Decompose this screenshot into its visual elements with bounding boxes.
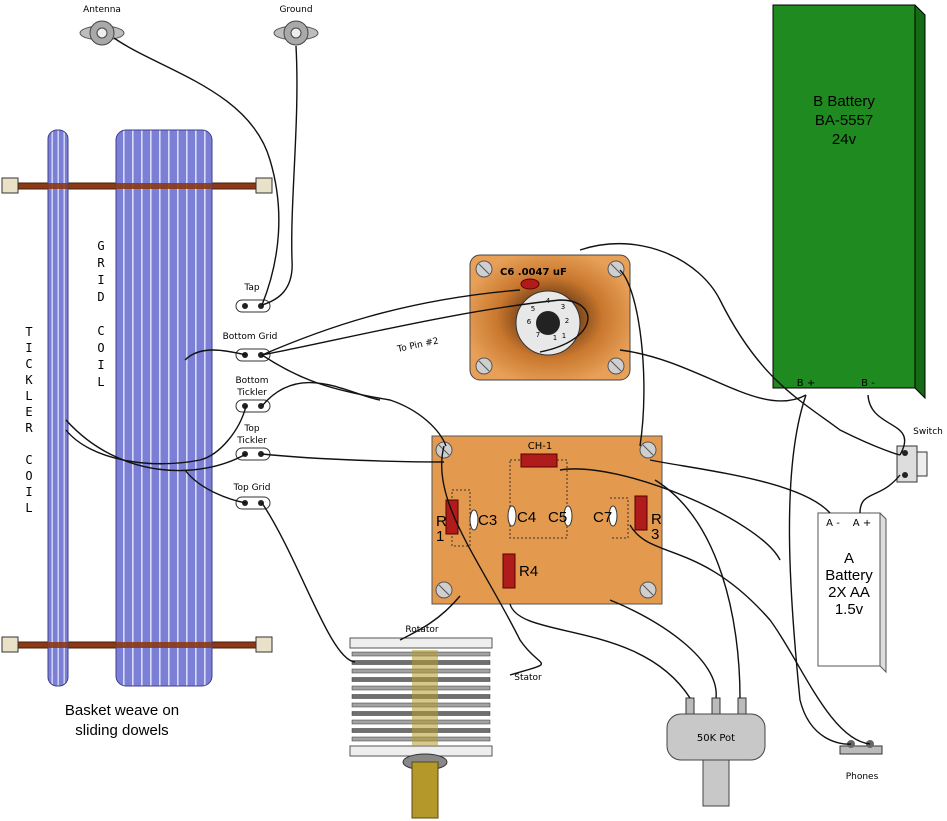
c4-label: C4 [517,509,536,526]
tube-pin-label: 7 [536,331,540,339]
top-tickler-terminal: Top Tickler [235,424,271,461]
grid-letter: I [97,273,104,287]
c6-label: C6 .0047 uF [500,267,567,278]
grid-coil [115,129,213,687]
rotator-label: Rotator [405,625,438,635]
grid-letter: C [97,324,104,338]
top-grid-label: Top Grid [233,483,271,493]
bottom-grid-terminal: Bottom Grid [223,332,278,362]
tickler-letter: L [25,389,32,403]
r3-resistor [634,495,648,531]
tickler-letter: K [25,373,33,387]
r1-label: R [436,513,447,530]
a-battery-line1: A [844,550,854,567]
grid-letter: R [97,256,105,270]
top-grid-terminal: Top Grid [233,483,271,510]
tap-label: Tap [243,283,260,293]
tube-pin-label: 5 [531,305,535,313]
b-battery-line2: BA-5557 [815,112,873,129]
c5-label: C5 [548,509,567,526]
pin-note: To Pin #2 [396,336,440,355]
coil-caption-1: Basket weave on [65,702,179,719]
switch: Switch [896,427,943,483]
a-minus-label: A - [826,518,840,529]
stator-label: Stator [514,673,542,683]
potentiometer: 50K Pot [666,697,766,807]
tickler-letter: I [25,341,32,355]
tickler-letter: R [25,421,33,435]
ground-label: Ground [279,5,312,15]
tube-pin-label: 6 [527,318,532,326]
grid-letter: G [97,239,104,253]
c6-capacitor [520,278,540,290]
b-plus-label: B + [797,378,815,389]
r3-label-2: 3 [651,526,659,543]
tap-terminal: Tap [235,283,271,313]
r4-resistor [502,553,516,589]
c3-capacitor [469,509,479,531]
phones-label: Phones [846,772,879,782]
bottom-tickler-label-2: Tickler [236,388,267,398]
a-battery: A - A + A Battery 2X AA 1.5v [817,512,887,674]
a-battery-line4: 1.5v [835,601,864,618]
antenna-terminal: Antenna [79,5,125,46]
grid-letter: L [97,375,104,389]
b-minus-label: B - [861,378,875,389]
wiring [65,37,906,745]
tickler-letter: C [25,453,32,467]
tickler-coil [47,129,69,687]
top-tickler-label-2: Tickler [236,436,267,446]
tube-pin-label: 2 [565,317,569,325]
grid-letter: I [97,358,104,372]
antenna-label: Antenna [83,5,121,15]
b-battery: B Battery BA-5557 24v B + B - [772,4,926,400]
r4-label: R4 [519,563,538,580]
r3-label: R [651,511,662,528]
grid-letter: O [97,341,104,355]
r1-label-2: 1 [436,528,444,545]
b-battery-line1: B Battery [813,93,875,110]
tube-pin-label: 3 [561,303,565,311]
r1-resistor [445,499,459,535]
b-battery-line3: 24v [832,131,857,148]
c4-capacitor [507,505,517,527]
ground-terminal: Ground [273,5,319,46]
a-battery-line2: Battery [825,567,873,584]
a-plus-label: A + [853,518,871,529]
component-board: CH-1 R 1 R 3 R4 C3 C4 C5 C7 [431,435,663,605]
bottom-tickler-label-1: Bottom [235,376,268,386]
tickler-letter: O [25,469,32,483]
choke [520,453,558,468]
phones-jack: Phones [839,740,883,782]
tickler-letter: E [25,405,32,419]
top-tickler-label-1: Top [243,424,259,434]
c7-label: C7 [593,509,612,526]
tickler-letter: T [25,325,32,339]
tickler-letter: I [25,485,32,499]
c5-capacitor [563,505,573,527]
variable-capacitor: Rotator Stator [349,625,542,819]
tube-pin-label: 1 [562,332,566,340]
switch-label: Switch [913,427,943,437]
bottom-grid-label: Bottom Grid [223,332,278,342]
coil-caption-2: sliding dowels [75,722,168,739]
choke-label: CH-1 [528,441,552,452]
c7-capacitor [608,505,618,527]
c3-label: C3 [478,512,497,529]
a-battery-line3: 2X AA [828,584,870,601]
grid-letter: D [97,290,104,304]
pot-label: 50K Pot [697,733,735,744]
tickler-letter: L [25,501,32,515]
tickler-letter: C [25,357,32,371]
bottom-tickler-terminal: Bottom Tickler [235,376,271,413]
tube-pin-label: 1 [553,334,557,342]
